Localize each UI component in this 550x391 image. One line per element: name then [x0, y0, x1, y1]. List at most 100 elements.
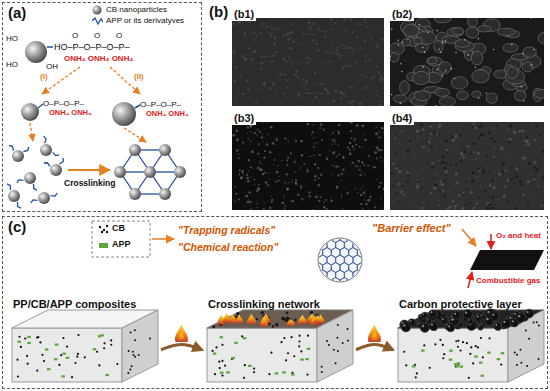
fire-and-char [20, 346, 22, 348]
residue-photo [240, 176, 243, 179]
fire-and-char [220, 336, 224, 338]
panel-c-art [470, 250, 544, 270]
residue-photo [332, 165, 334, 167]
residue-photo [281, 202, 284, 205]
residue-photo [431, 148, 433, 150]
residue-photo [250, 131, 251, 132]
residue-photo [351, 103, 353, 105]
fire-and-char [470, 346, 472, 348]
residue-photo [252, 81, 254, 83]
residue-photo [245, 58, 247, 60]
cb-network [34, 184, 38, 190]
residue-photo [377, 137, 379, 139]
residue-photo [349, 18, 352, 21]
fire-and-char [294, 319, 297, 322]
residue-photo [409, 139, 412, 142]
fire-and-char [66, 346, 68, 348]
residue-photo [453, 156, 454, 157]
residue-photo [268, 32, 270, 34]
fire-and-char [487, 352, 491, 354]
residue-photo [250, 125, 253, 128]
cb-network [114, 166, 126, 178]
graphene-icon [310, 270, 319, 280]
fire-and-char [347, 340, 349, 342]
residue-photo [345, 187, 346, 188]
residue-photo [454, 135, 457, 138]
graphene-icon [305, 233, 314, 243]
residue-photo [445, 139, 448, 142]
residue-photo [542, 176, 544, 179]
residue-photo [497, 199, 499, 201]
residue-photo [234, 61, 236, 63]
panel-letter: (a) [8, 4, 26, 21]
graphene-icon [305, 248, 314, 258]
residue-photo [406, 180, 409, 183]
residue-photo [439, 134, 441, 136]
cb-network [31, 200, 38, 203]
fire-and-char [221, 344, 223, 346]
fire-and-char [300, 358, 304, 360]
residue-photo [422, 47, 424, 49]
fire-and-char [282, 371, 286, 373]
residue-photo [454, 78, 456, 80]
residue-photo [318, 177, 320, 179]
residue-photo [425, 209, 427, 210]
graphene-icon [362, 255, 371, 265]
residue-photo [359, 146, 361, 148]
residue-photo [337, 91, 338, 92]
residue-photo [431, 166, 434, 169]
residue-photo [341, 173, 343, 175]
residue-photo [422, 202, 423, 203]
residue-photo [446, 123, 448, 125]
fire-and-char [528, 338, 530, 340]
residue-photo [324, 35, 327, 38]
residue-photo [403, 24, 419, 36]
residue-photo [433, 132, 436, 135]
fire-and-char [130, 332, 132, 334]
fire-and-char [478, 325, 483, 330]
residue-photo [334, 89, 337, 92]
fire-and-char [310, 311, 313, 314]
residue-photo [534, 166, 536, 168]
residue-photo [412, 71, 429, 84]
fire-and-char [247, 313, 256, 324]
residue-photo [350, 130, 352, 132]
graphene-icon [344, 285, 353, 295]
fire-and-char [419, 315, 421, 317]
residue-photo [358, 81, 360, 83]
residue-photo [308, 27, 310, 29]
residue-photo [407, 137, 409, 139]
residue-photo [319, 154, 321, 156]
fire-and-char [321, 371, 323, 373]
residue-photo [267, 184, 269, 186]
residue-photo [360, 174, 362, 176]
fire-and-char [457, 362, 461, 364]
residue-photo [257, 207, 258, 208]
formula-text: O–P–O–P– [140, 100, 181, 109]
residue-photo [286, 86, 289, 89]
fire-and-char [62, 337, 64, 339]
residue-photo [294, 73, 297, 76]
residue-photo [464, 39, 466, 41]
cb-network [129, 144, 141, 156]
residue-photo [400, 81, 410, 94]
residue-photo [360, 47, 362, 49]
residue-photo [337, 131, 339, 133]
residue-photo [320, 92, 323, 95]
residue-photo [474, 127, 477, 130]
fire-and-char [133, 354, 135, 356]
residue-photo [327, 103, 328, 104]
residue-photo [374, 166, 376, 168]
fire-and-char [333, 349, 335, 351]
residue-photo [360, 75, 362, 77]
residue-photo [243, 57, 246, 60]
residue-photo [239, 75, 241, 77]
residue-photo [342, 208, 343, 209]
fire-and-char [456, 365, 460, 367]
residue-photo [449, 191, 450, 192]
panel-letter: (b) [209, 3, 228, 20]
fire-and-char [213, 353, 217, 355]
residue-photo [295, 179, 297, 181]
residue-photo [542, 124, 543, 125]
residue-photo [273, 42, 276, 45]
